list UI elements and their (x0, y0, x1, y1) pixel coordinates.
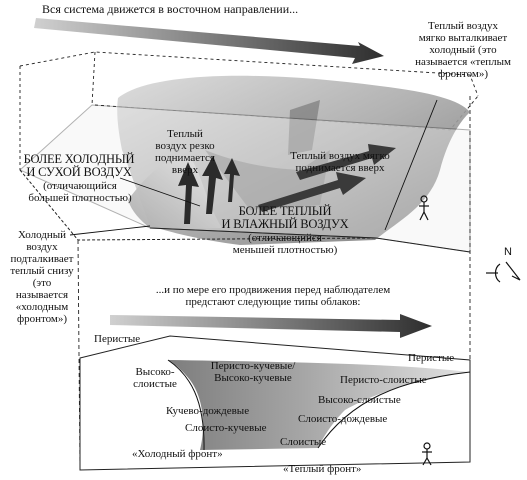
cloud-cross-section (167, 359, 471, 451)
observer-bottom-icon (422, 442, 432, 466)
pointer-lines (69, 99, 438, 236)
top-caption: Вся система движется в восточном направл… (42, 2, 299, 16)
stratus-label: Слоистые (280, 436, 327, 448)
cold-front-label: «Холодный фронт» (132, 448, 223, 460)
cold-air-mass (128, 156, 222, 228)
sharp-rising-arrows (178, 156, 240, 224)
observer-top-icon (419, 195, 429, 221)
cirrus-left-label: Перистые (94, 333, 141, 345)
altostratus-right-label: Высоко-слоистые (318, 394, 401, 406)
top-direction-arrow (34, 18, 384, 64)
second-direction-arrow (110, 314, 432, 338)
cirrocumulus-altocumulus-label: Перисто-кучевые/ Высоко-кучевые (210, 360, 296, 384)
warm-moist-air-title: БОЛЕЕ ТЕПЛЫЙ И ВЛАЖНЫЙ ВОЗДУХ (221, 204, 349, 231)
cirrus-right-label: Перистые (408, 352, 455, 364)
warm-front-label: «Теплый фронт» (283, 463, 362, 475)
cold-dry-air-subtitle: (отличающийся большей плотностью) (28, 180, 132, 204)
cold-dry-air-title: БОЛЕЕ ХОЛОДНЫЙ И СУХОЙ ВОЗДУХ (23, 152, 135, 179)
warm-rises-sharply-label: Теплый воздух резко поднимается вверх (155, 128, 215, 176)
nimbostratus-label: Слоисто-дождевые (298, 413, 388, 425)
stratocumulus-label: Слоисто-кучевые (185, 422, 267, 434)
lower-box-outline (79, 335, 471, 471)
cold-pushes-warm-label: Холодный воздух подталкивает теплый сниз… (10, 229, 74, 325)
cumulonimbus-label: Кучево-дождевые (166, 405, 250, 417)
compass-icon (486, 261, 521, 283)
upper-ground-plane (19, 104, 471, 253)
cirrostratus-label: Перисто-слоистые (340, 374, 427, 386)
warm-rises-gently-label: Теплый воздух мягко поднимается вверх (290, 150, 390, 174)
warm-moist-air-subtitle: (отличающийся меньшей плотностью) (232, 232, 338, 256)
mid-caption: ...и по мере его продвижения перед наблю… (155, 284, 391, 308)
compass-north-label: N (504, 246, 512, 258)
gentle-rising-arrows (258, 144, 396, 212)
warm-pushes-cold-label: Теплый воздух мягко выталкивает холодный… (415, 20, 511, 80)
altostratus-left-label: Высоко- слоистые (133, 366, 177, 390)
